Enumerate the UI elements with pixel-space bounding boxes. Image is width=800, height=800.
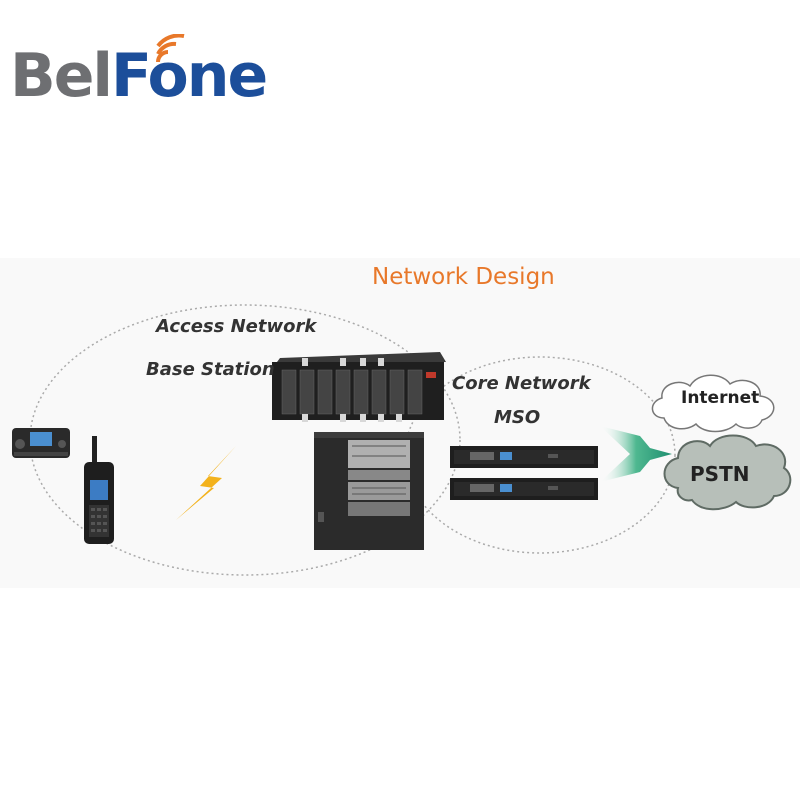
- logo-text: BelFone: [10, 46, 268, 106]
- cabinet-icon: [314, 432, 424, 550]
- logo-part-fone: Fone: [111, 41, 268, 111]
- rack-chassis-icon: [272, 352, 446, 422]
- base-station-label: Base Station: [146, 359, 275, 380]
- pstn-cloud-icon: [663, 434, 792, 511]
- signal-waves-icon: [156, 34, 185, 63]
- mobile-radio-icon: [12, 428, 70, 458]
- lightning-icon: [176, 446, 236, 520]
- logo-part-bel: Bel: [10, 41, 113, 111]
- access-network-label: Access Network: [156, 316, 317, 337]
- handheld-radio-icon: [84, 436, 114, 544]
- mso-server-icon: [450, 446, 598, 500]
- internet-cloud-icon: [651, 374, 775, 433]
- brand-logo: BelFone: [10, 34, 268, 114]
- arrow-icon: [600, 426, 672, 482]
- core-network-label: Core Network: [452, 373, 591, 394]
- core-network-boundary: [404, 356, 676, 554]
- pstn-label: PSTN: [690, 462, 750, 486]
- internet-label: Internet: [681, 388, 760, 408]
- diagram-title: Network Design: [372, 264, 555, 290]
- mso-label: MSO: [494, 407, 541, 428]
